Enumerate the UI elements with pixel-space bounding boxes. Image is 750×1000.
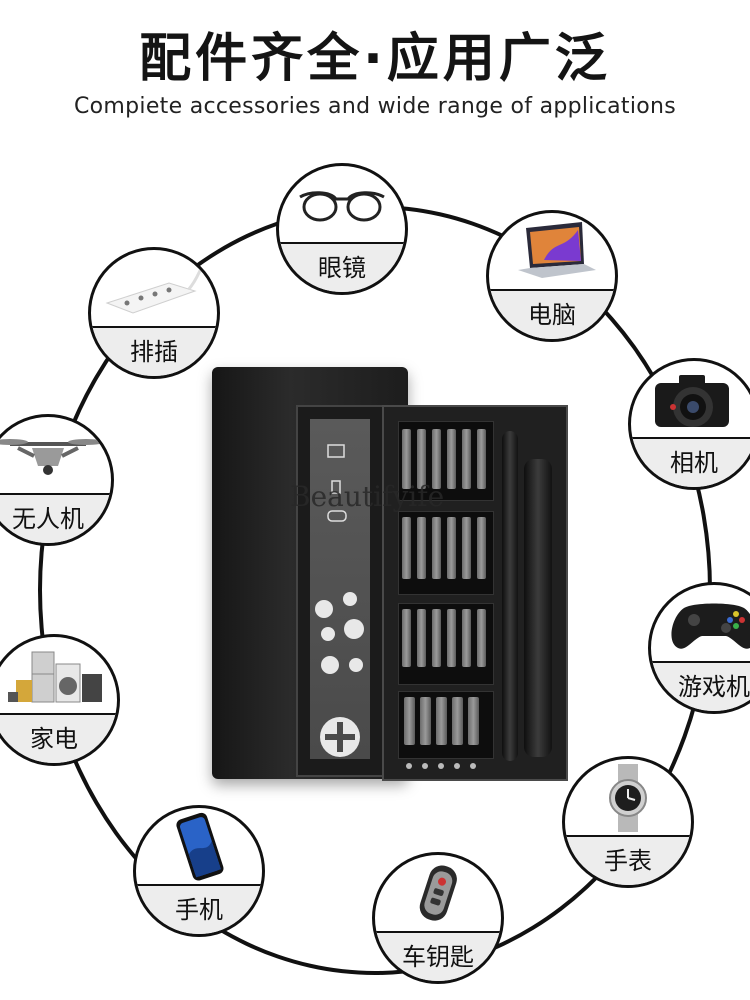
- app-item-watch: 手表: [562, 756, 694, 888]
- laptop-icon: [518, 222, 596, 279]
- app-label: 游戏机: [678, 672, 750, 701]
- app-label: 电脑: [528, 300, 576, 329]
- watch-icon: [609, 764, 647, 833]
- watermark: Beautifyife: [290, 480, 445, 513]
- app-item-laptop: 电脑: [486, 210, 618, 342]
- kit-panel-graphic: [315, 444, 364, 757]
- page-subtitle: Compiete accessories and wide range of a…: [73, 94, 677, 119]
- power-strip-icon: [105, 261, 207, 314]
- gamepad-icon: [671, 603, 750, 649]
- app-item-appliances: 家电: [0, 634, 120, 766]
- page-title: 配件齐全·应用广泛: [139, 29, 611, 89]
- app-label: 车钥匙: [402, 942, 474, 971]
- extension-rod: [502, 431, 518, 761]
- app-label: 眼镜: [318, 253, 366, 282]
- app-item-car-key: 车钥匙: [372, 852, 504, 984]
- screwdriver-handle: [524, 459, 552, 757]
- app-item-drone: 无人机: [0, 414, 114, 546]
- app-item-phone: 手机: [133, 805, 265, 937]
- app-item-power-strip: 排插: [88, 247, 220, 379]
- app-item-gamepad: 游戏机: [648, 582, 750, 714]
- kit-tray-right: [382, 405, 568, 781]
- camera-icon: [655, 375, 729, 428]
- app-label: 相机: [670, 448, 718, 477]
- app-item-glasses: 眼镜: [276, 163, 408, 295]
- glasses-icon: [299, 191, 385, 222]
- app-label: 手机: [175, 895, 223, 924]
- kit-panel: [310, 419, 370, 759]
- app-label: 家电: [30, 724, 78, 753]
- phone-icon: [176, 812, 224, 881]
- car-key-icon: [419, 865, 457, 921]
- app-item-camera: 相机: [628, 358, 750, 490]
- drone-icon: [0, 439, 104, 476]
- app-label: 手表: [604, 846, 652, 875]
- app-label: 排插: [130, 337, 178, 366]
- appliances-icon: [8, 651, 102, 703]
- app-label: 无人机: [12, 504, 84, 533]
